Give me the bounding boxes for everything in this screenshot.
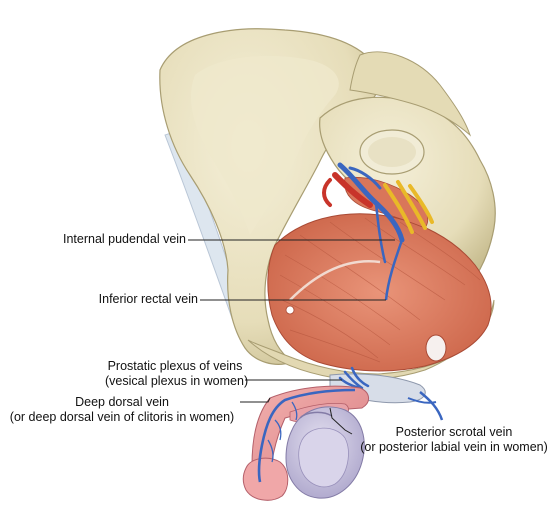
internal-pudendal-vein [384,239,404,301]
internal-iliac-artery [322,172,373,208]
testis [298,427,349,488]
iliac-fossa [190,55,339,236]
right-iliac-crest [349,51,472,137]
label-inferior-rectal-vein: Inferior rectal vein [98,292,198,306]
label-prostatic-plexus: Prostatic plexus of veins (vesical plexu… [105,359,249,388]
posterior-scrotal-veins [419,391,444,421]
muscle-fibers [279,217,481,363]
label-posterior-scrotal-vein: Posterior scrotal vein (or posterior lab… [360,425,548,454]
levator-ani-muscle [267,213,492,372]
deep-dorsal-vein [257,388,356,483]
tendinous-arch [289,260,381,301]
sacral-plexus-nerves [383,180,434,234]
label-internal-pudendal-vein: Internal pudendal vein [62,232,186,246]
spermatic-cord [299,411,333,419]
small-foramen [285,305,295,315]
label-deep-dorsal-vein: Deep dorsal vein (or deep dorsal vein of… [9,395,235,424]
internal-iliac-vein [337,162,405,264]
leader-lines [188,239,395,435]
anal-canal [425,334,447,362]
glans-penis [242,457,289,501]
